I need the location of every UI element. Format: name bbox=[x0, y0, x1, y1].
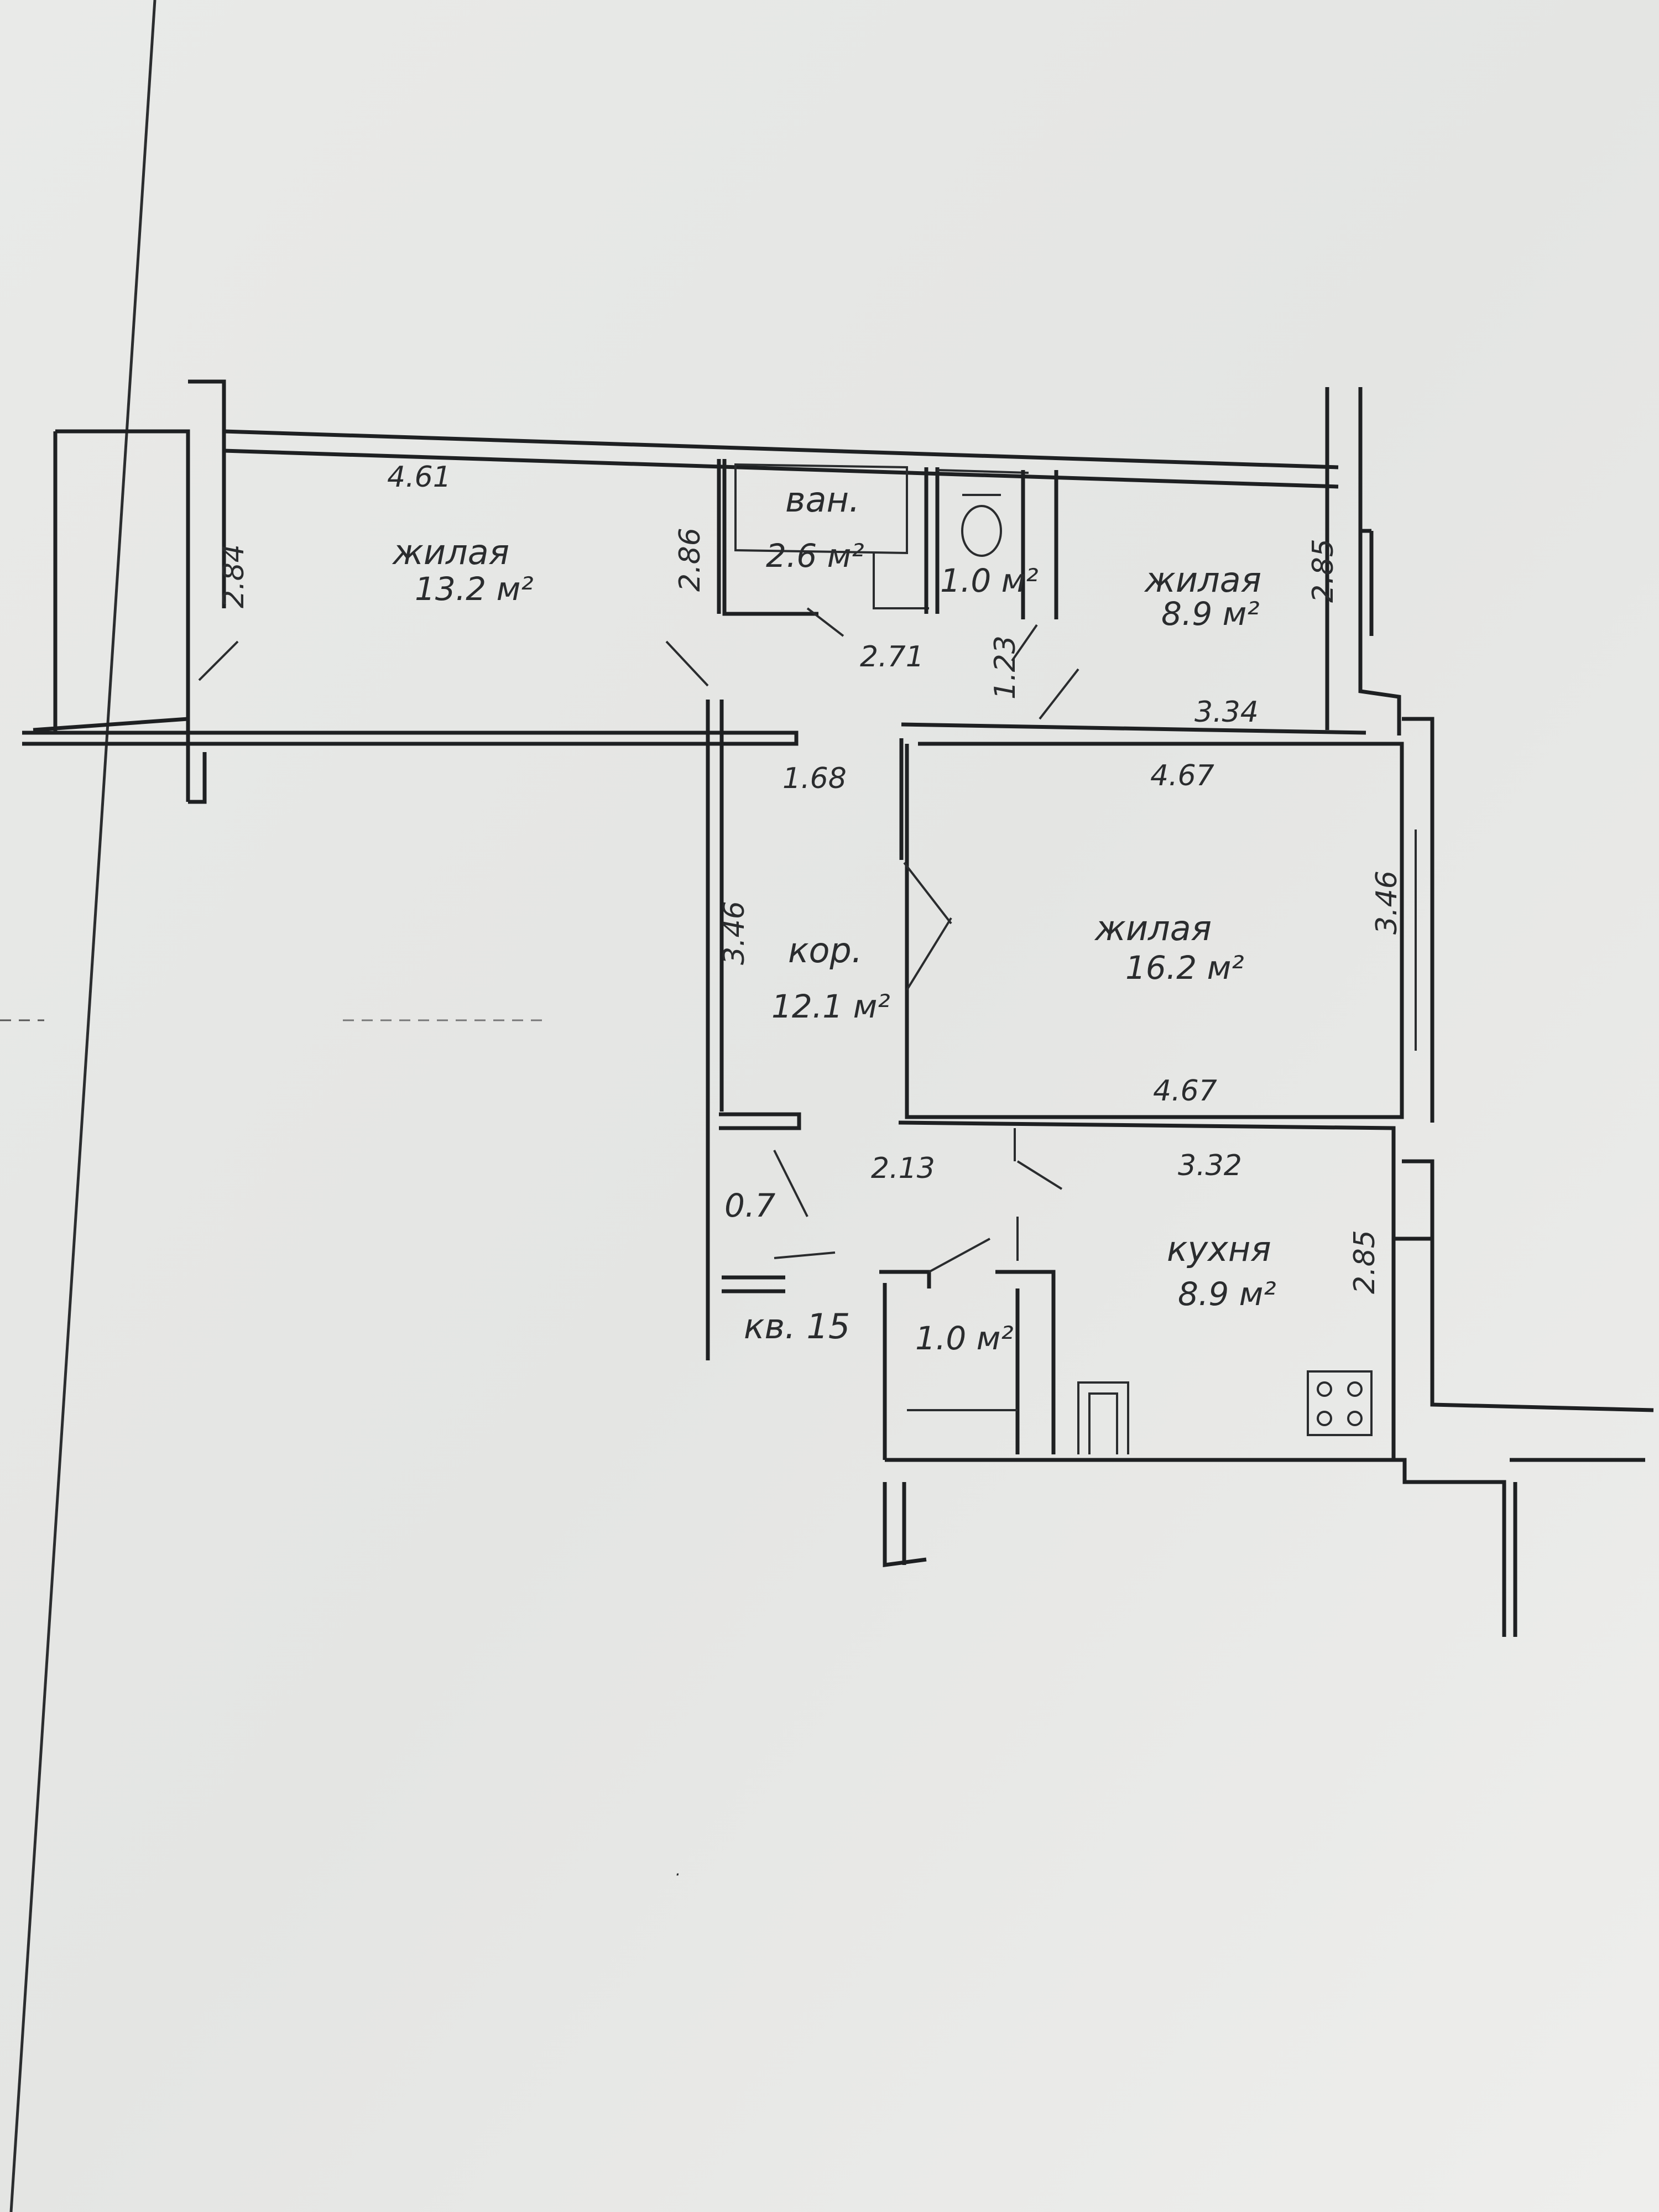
room-area-bathroom: 2.6 м² bbox=[766, 537, 864, 575]
dim-room2-right: 2.85 bbox=[1307, 539, 1340, 603]
dim-room1-left: 2.84 bbox=[217, 544, 251, 608]
room-name-kitchen: кухня bbox=[1167, 1229, 1271, 1269]
dim-corridor-bottom: 2.13 bbox=[871, 1152, 935, 1185]
walls bbox=[22, 379, 1654, 1637]
dim-kitchen-right: 2.85 bbox=[1348, 1230, 1381, 1294]
room-name-corridor: кор. bbox=[788, 930, 862, 971]
dim-bath-bottom: 2.71 bbox=[860, 640, 924, 674]
dim-corridor-left: 3.46 bbox=[718, 901, 751, 965]
room-area-toilet: 1.0 м² bbox=[940, 562, 1039, 599]
toilet-fixture bbox=[961, 505, 1002, 557]
apartment-label: кв. 15 bbox=[744, 1306, 850, 1347]
room-name-living-3: жилая bbox=[1094, 908, 1212, 948]
dim-room2-door: 1.23 bbox=[989, 635, 1022, 700]
dim-room3-bottom: 4.67 bbox=[1153, 1074, 1217, 1108]
dim-kitchen-top: 3.32 bbox=[1178, 1149, 1242, 1182]
doors bbox=[198, 607, 1079, 1273]
room-name-living-2: жилая bbox=[1144, 560, 1261, 600]
dim-room3-top: 4.67 bbox=[1150, 759, 1214, 792]
room-area-living-1: 13.2 м² bbox=[415, 570, 534, 608]
dim-room1-right: 2.86 bbox=[674, 528, 707, 592]
room-name-bathroom: ван. bbox=[785, 479, 860, 520]
room-area-kitchen: 8.9 м² bbox=[1178, 1275, 1276, 1313]
room-area-living-3: 16.2 м² bbox=[1125, 949, 1244, 987]
room-area-corridor: 12.1 м² bbox=[771, 988, 890, 1025]
stove-fixture bbox=[1307, 1370, 1373, 1436]
pen-mark: · bbox=[675, 1865, 680, 1885]
room-area-closet-2: 1.0 м² bbox=[915, 1319, 1014, 1357]
page-border-line bbox=[9, 0, 156, 2212]
room-labels: жилая 13.2 м² ван. 2.6 м² 1.0 м² жилая 8… bbox=[392, 479, 1276, 1357]
dim-room2-bottom: 3.34 bbox=[1194, 696, 1259, 729]
room-area-closet-1: 0.7 bbox=[724, 1187, 775, 1224]
dim-room3-right: 3.46 bbox=[1370, 870, 1404, 935]
dim-corridor-top: 1.68 bbox=[782, 762, 847, 795]
dimension-labels: 4.61 2.84 2.86 2.71 1.23 2.85 3.34 1.68 … bbox=[217, 461, 1404, 1294]
dim-room1-top: 4.61 bbox=[387, 461, 451, 494]
room-area-living-2: 8.9 м² bbox=[1161, 595, 1260, 633]
room-name-living-1: жилая bbox=[392, 532, 509, 572]
